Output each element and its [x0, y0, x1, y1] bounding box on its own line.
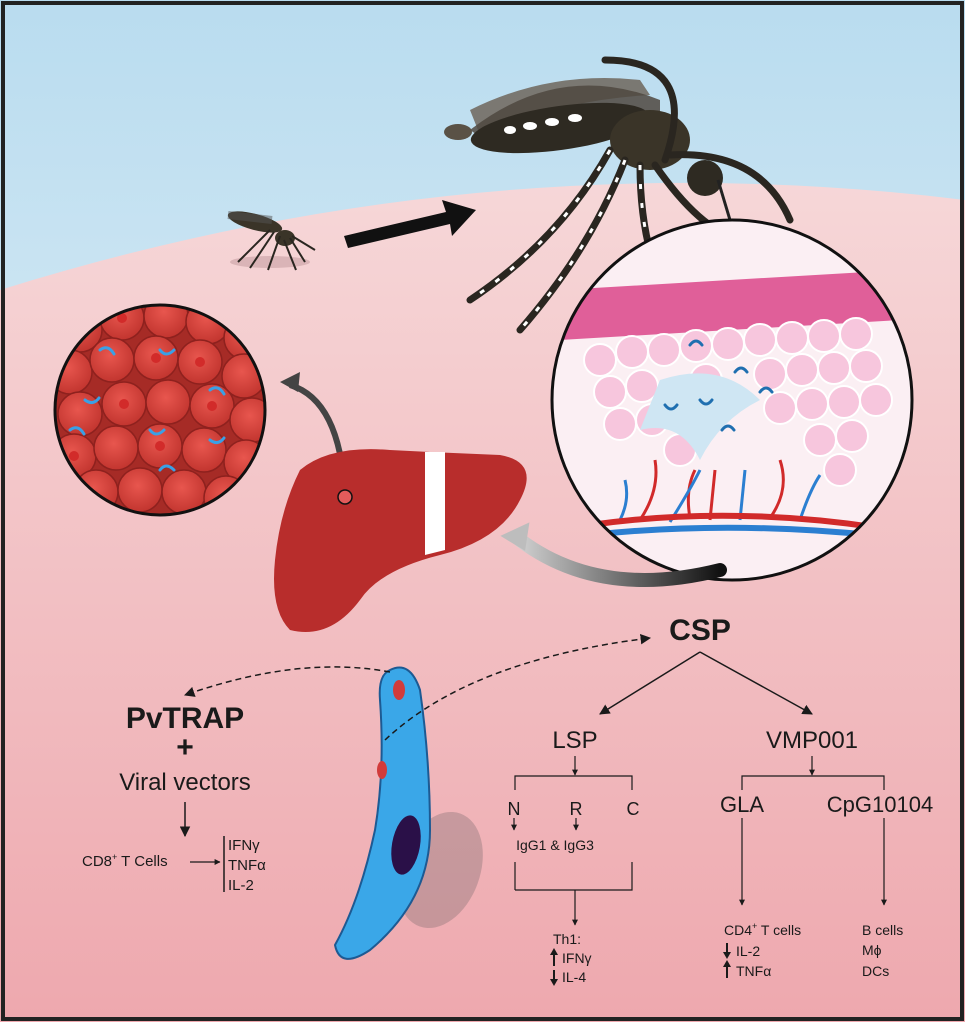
sporozoite-icon [333, 666, 483, 960]
cd4-label: CD4+ T cells [724, 921, 801, 938]
cd4-item-il2: IL-2 [736, 943, 760, 959]
cd8-cytokine-il2: IL-2 [228, 877, 254, 894]
pvtrap-dashed-arrow [184, 666, 391, 697]
igg-label: IgG1 & IgG3 [516, 837, 594, 853]
liver-icon [274, 449, 527, 632]
cd8-cytokine-tnfa: TNFα [228, 857, 266, 874]
dcs-label: DCs [862, 963, 889, 979]
cpg-label: CpG10104 [827, 792, 933, 817]
csp-to-lsp-arrow [599, 651, 701, 715]
lsp-bracket [511, 756, 633, 926]
plus-label: + [176, 731, 194, 764]
cd4-up-arrow-icon [723, 960, 731, 978]
r-label: R [570, 799, 583, 819]
hepatocyte-circle [53, 303, 267, 517]
th1-item-ifng: IFNγ [562, 950, 592, 966]
pvtrap-label: PvTRAP [126, 702, 244, 735]
th1-down-arrow-icon [550, 970, 558, 986]
viral-vectors-label: Viral vectors [119, 769, 251, 796]
macrophage-label: Mϕ [862, 942, 882, 958]
csp-label: CSP [669, 614, 731, 647]
transmission-arrow [344, 200, 476, 248]
cd8-cytokine-ifng: IFNγ [228, 837, 260, 854]
th1-item-il4: IL-4 [562, 969, 586, 985]
vmp-bracket [739, 756, 887, 906]
cd8-label: CD8+ T Cells [82, 852, 168, 870]
csp-to-vmp-arrow [699, 651, 813, 715]
bcells-label: B cells [862, 922, 903, 938]
gla-label: GLA [720, 792, 764, 817]
n-label: N [508, 799, 521, 819]
cd4-item-tnfa: TNFα [736, 963, 771, 979]
c-label: C [627, 799, 640, 819]
skin-cross-section [550, 218, 914, 582]
small-mosquito-icon [227, 211, 316, 271]
th1-label: Th1: [553, 931, 581, 947]
csp-dashed-arrow [384, 633, 652, 741]
cd4-down-arrow-icon [723, 943, 731, 959]
skin-to-liver-arrow [513, 533, 727, 587]
th1-up-arrow-icon [550, 948, 558, 966]
vmp001-label: VMP001 [766, 727, 858, 754]
lsp-label: LSP [552, 727, 597, 754]
